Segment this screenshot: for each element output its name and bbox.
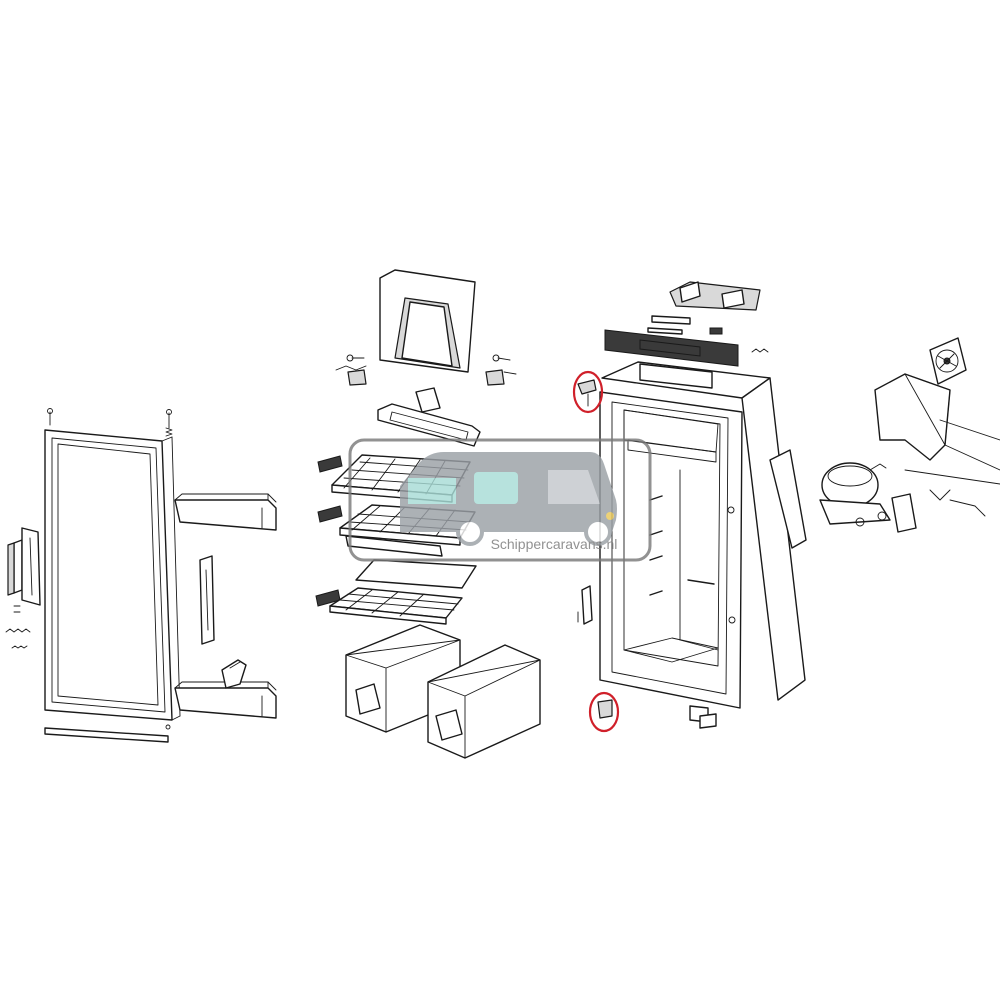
door-latch [199, 555, 215, 645]
door-seal-strip [44, 724, 171, 743]
cooling-fan [929, 337, 967, 385]
fan-shroud [874, 373, 1000, 471]
lower-door-hinge-highlight [588, 691, 620, 733]
crisper-drawers [345, 624, 541, 759]
electronics-box [891, 469, 1000, 533]
upper-door-hinge-highlight [572, 370, 604, 414]
cover-clips [335, 354, 517, 413]
refrigerator-door [44, 408, 181, 721]
hinge-parts [577, 379, 613, 719]
watermark-van-logo [400, 452, 617, 546]
evaporator-cover [379, 269, 476, 373]
watermark-frame [348, 438, 652, 562]
egg-holder [221, 659, 247, 689]
refrigerator-cabinet [599, 361, 807, 729]
door-bracket [577, 585, 593, 625]
watermark-text: Schippercaravans.nl [491, 536, 618, 552]
compressor-unit [819, 462, 891, 527]
watermark: Schippercaravans.nl [348, 438, 652, 562]
door-bins [174, 493, 277, 719]
control-panel [604, 281, 769, 367]
door-handle [5, 527, 41, 649]
shelf-brackets [315, 455, 343, 607]
